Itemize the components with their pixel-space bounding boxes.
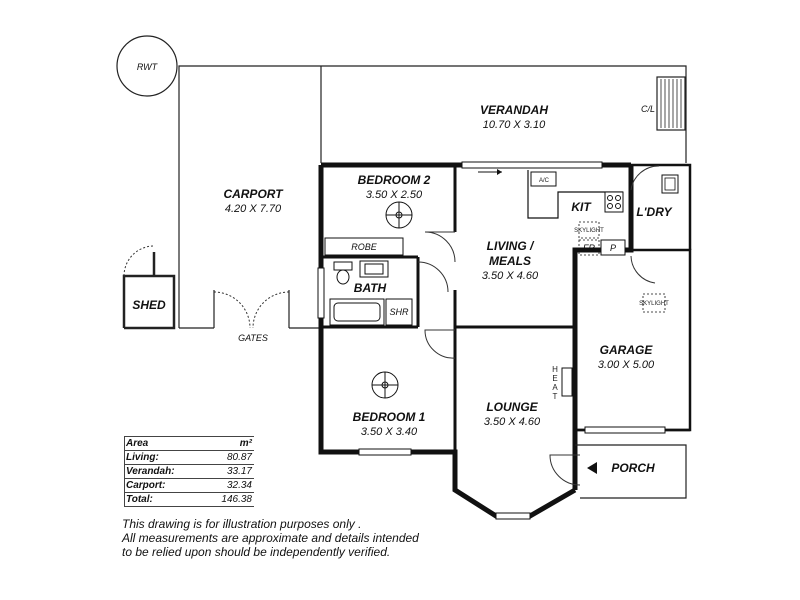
disclaimer-line-2: All measurements are approximate and det…: [122, 531, 419, 545]
area-table-header: Area m²: [124, 436, 254, 451]
living-name-2: MEALS: [489, 254, 531, 268]
bath-label: BATH: [354, 281, 387, 295]
room-labels: VERANDAH 10.70 X 3.10 CARPORT 4.20 X 7.7…: [132, 103, 655, 475]
shed-label: SHED: [132, 298, 166, 312]
ceiling-fan-icon: [385, 201, 413, 229]
garage-name: GARAGE: [600, 343, 654, 357]
lounge-dims: 3.50 X 4.60: [484, 416, 541, 428]
ac-label: A/C: [539, 178, 550, 184]
heater: H E A T: [552, 365, 573, 401]
porch-arrow-icon: [587, 462, 597, 474]
kit-label: KIT: [571, 200, 592, 214]
gates-label: GATES: [238, 333, 268, 343]
area-row-label: Verandah:: [126, 466, 175, 477]
area-row-value: 32.34: [226, 480, 252, 491]
area-row-carport: Carport: 32.34: [124, 479, 254, 493]
verandah-dims: 10.70 X 3.10: [483, 119, 546, 131]
area-row-value: 33.17: [226, 466, 252, 477]
garage-skylight: SKYLIGHT: [639, 293, 669, 313]
carport-name: CARPORT: [223, 187, 284, 201]
clothesline: C/L: [641, 76, 686, 131]
heat-label: H: [552, 365, 558, 374]
heat-label-e: E: [552, 374, 557, 383]
area-row-label: Carport:: [126, 480, 166, 491]
bedroom2-name: BEDROOM 2: [358, 173, 431, 187]
area-row-value: 80.87: [226, 452, 252, 463]
kitchen: A/C KIT SKYLIGHT FR P: [527, 170, 626, 256]
skylight-label-kitchen: SKYLIGHT: [574, 228, 604, 234]
windows: [317, 161, 666, 520]
skylight-label-garage: SKYLIGHT: [639, 301, 669, 307]
heat-label-a: A: [552, 383, 558, 392]
area-row-value: 146.38: [221, 494, 252, 505]
sliding-door-arrow: [478, 169, 502, 175]
disclaimer-line-1: This drawing is for illustration purpose…: [122, 517, 362, 531]
outdoor-outlines: [178, 65, 687, 329]
robe: ROBE: [324, 237, 404, 256]
area-header-unit: m²: [239, 438, 252, 449]
area-row-label: Living:: [126, 452, 159, 463]
porch-outline: [575, 444, 687, 499]
heat-label-t: T: [553, 392, 558, 401]
ldry-label: L'DRY: [636, 205, 672, 219]
ceiling-fan-icon: [371, 371, 399, 399]
garage-dims: 3.00 X 5.00: [598, 359, 655, 371]
bath-fixtures: [329, 260, 413, 326]
area-row-total: Total: 146.38: [124, 493, 254, 507]
cl-label: C/L: [641, 104, 655, 114]
shower-label: SHR: [389, 307, 409, 317]
porch-label: PORCH: [611, 461, 655, 475]
area-header-label: Area: [126, 438, 149, 449]
rainwater-tank: RWT: [116, 35, 178, 97]
doors: [417, 165, 660, 486]
verandah-name: VERANDAH: [480, 103, 548, 117]
area-row-living: Living: 80.87: [124, 451, 254, 465]
carport-gates: [213, 291, 290, 329]
rwt-label: RWT: [137, 62, 159, 72]
fridge-label: FR: [583, 243, 595, 253]
bedroom1-dims: 3.50 X 3.40: [361, 426, 418, 438]
living-dims: 3.50 X 4.60: [482, 270, 539, 282]
lounge-name: LOUNGE: [486, 400, 538, 414]
shed: [122, 245, 176, 330]
carport-dims: 4.20 X 7.70: [225, 203, 282, 215]
living-name-1: LIVING /: [487, 239, 535, 253]
bedroom1-name: BEDROOM 1: [353, 410, 426, 424]
pantry-label: P: [610, 243, 616, 253]
area-row-label: Total:: [126, 494, 153, 505]
disclaimer-line-3: to be relied upon should be independentl…: [122, 545, 391, 559]
disclaimer: This drawing is for illustration purpose…: [122, 517, 542, 559]
area-row-verandah: Verandah: 33.17: [124, 465, 254, 479]
robe-label: ROBE: [351, 242, 378, 252]
bedroom2-dims: 3.50 X 2.50: [366, 189, 423, 201]
area-table: Area m² Living: 80.87 Verandah: 33.17 Ca…: [124, 436, 254, 507]
laundry: L'DRY: [636, 174, 679, 219]
